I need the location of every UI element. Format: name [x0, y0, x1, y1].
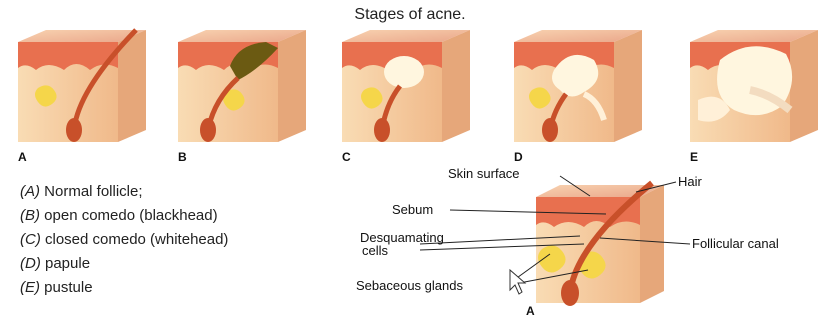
label-sebaceous-glands: Sebaceous glands — [356, 278, 463, 293]
label-hair: Hair — [678, 174, 702, 189]
legend-key: (B) — [20, 207, 40, 224]
legend-key: (C) — [20, 231, 41, 248]
stage-letter-b: B — [178, 150, 187, 164]
label-sebum: Sebum — [392, 202, 433, 217]
legend-item-d: (D) papule — [20, 252, 228, 276]
legend-key: (D) — [20, 255, 41, 272]
legend-text: Normal follicle; — [40, 183, 143, 200]
legend-key: (E) — [20, 279, 40, 296]
legend-item-b: (B) open comedo (blackhead) — [20, 204, 228, 228]
skin-block-e — [690, 30, 818, 142]
label-follicular-canal: Follicular canal — [692, 236, 779, 251]
skin-block-d — [514, 30, 642, 142]
stage-letter-d: D — [514, 150, 523, 164]
legend-item-e: (E) pustule — [20, 276, 228, 300]
skin-block-b — [178, 30, 306, 142]
legend-item-c: (C) closed comedo (whitehead) — [20, 228, 228, 252]
skin-block-a — [18, 30, 146, 142]
legend-item-a: (A) Normal follicle; — [20, 180, 228, 204]
stage-letter-c: C — [342, 150, 351, 164]
stage-letter-e: E — [690, 150, 698, 164]
legend-text: open comedo (blackhead) — [40, 207, 218, 224]
stage-letter-a: A — [18, 150, 27, 164]
label-cells: cells — [362, 243, 388, 258]
skin-block-c — [342, 30, 470, 142]
stage-legend: (A) Normal follicle; (B) open comedo (bl… — [20, 180, 228, 300]
label-skin-surface: Skin surface — [448, 166, 520, 181]
legend-text: closed comedo (whitehead) — [41, 231, 229, 248]
detail-letter-a: A — [526, 304, 535, 318]
detail-skin-block — [536, 183, 664, 306]
legend-key: (A) — [20, 183, 40, 200]
legend-text: pustule — [40, 279, 93, 296]
legend-text: papule — [41, 255, 90, 272]
